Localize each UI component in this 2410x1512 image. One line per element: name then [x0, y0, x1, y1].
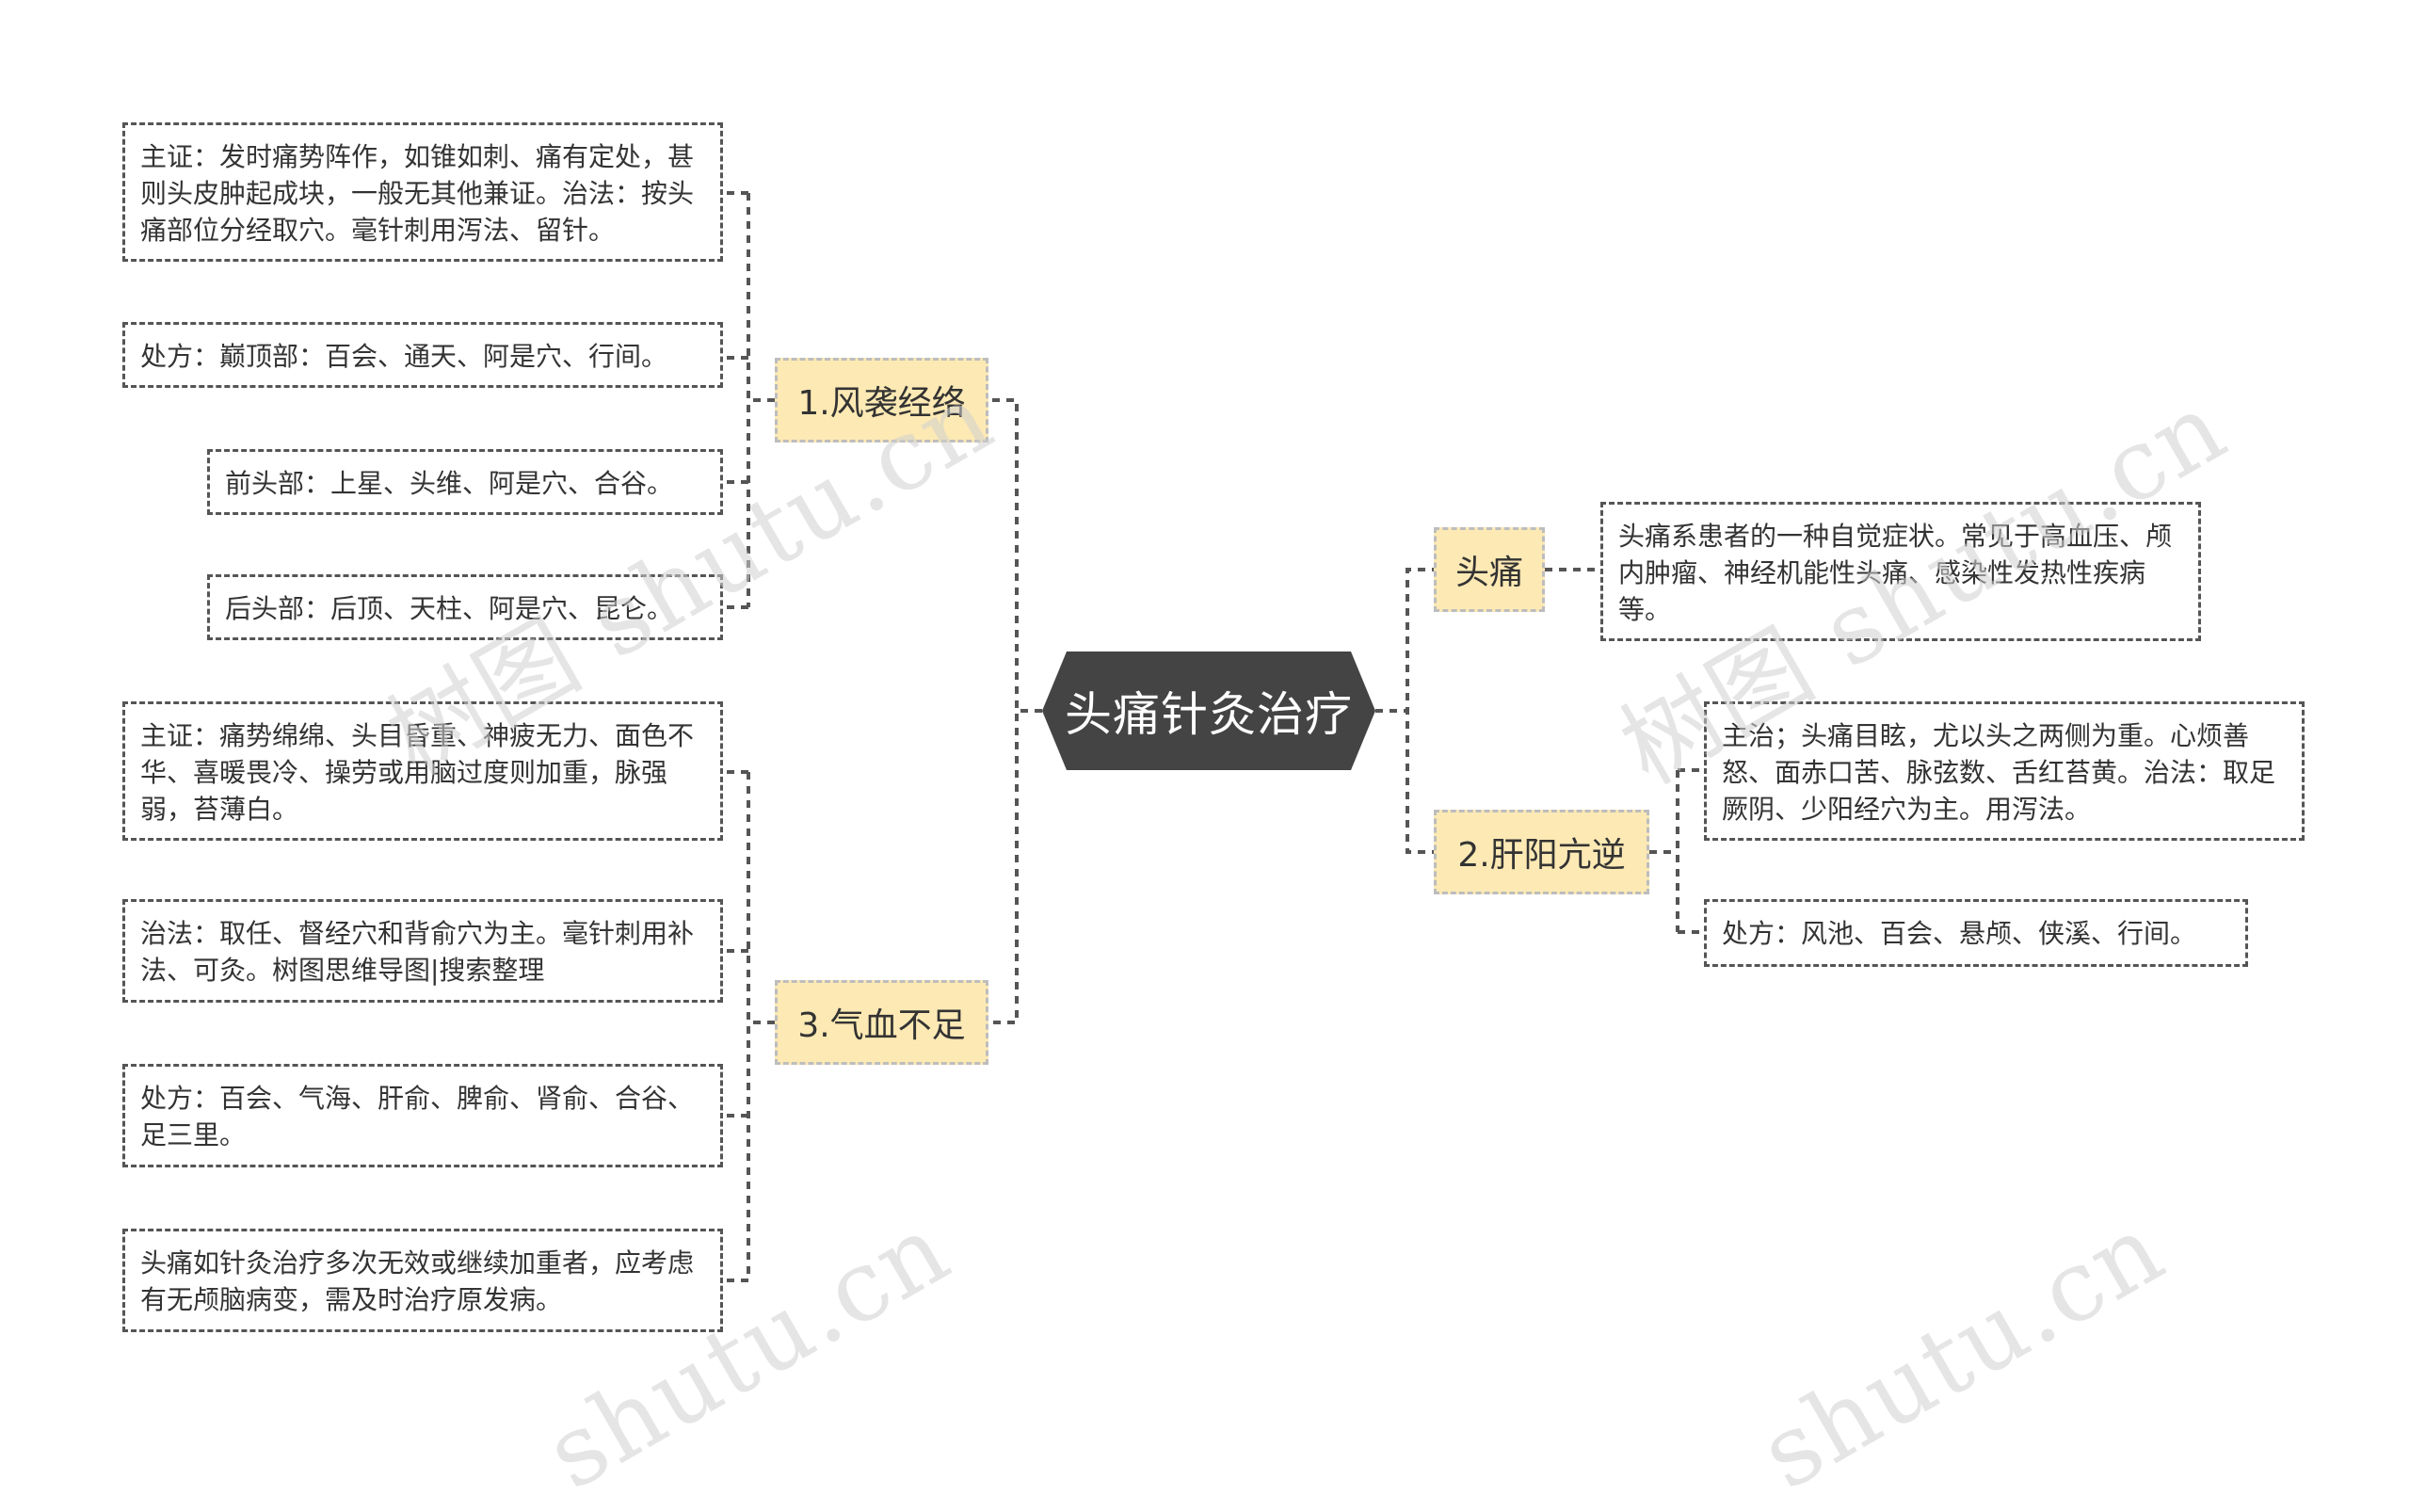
leaf-text: 主证：发时痛势阵作，如锥如刺、痛有定处，甚则头皮肿起成块，一般无其他兼证。治法：… — [140, 141, 695, 246]
leaf-b1-front-head[interactable]: 前头部：上星、头维、阿是穴、合谷。 — [207, 449, 723, 515]
leaf-text: 头痛系患者的一种自觉症状。常见于高血压、颅内肿瘤、神经机能性头痛、感染性发热性疾… — [1618, 521, 2173, 625]
leaf-headache-desc[interactable]: 头痛系患者的一种自觉症状。常见于高血压、颅内肿瘤、神经机能性头痛、感染性发热性疾… — [1600, 502, 2201, 641]
branch-label-3: 3.气血不足 — [797, 1006, 966, 1045]
leaf-text: 头痛如针灸治疗多次无效或继续加重者，应考虑有无颅脑病变，需及时治疗原发病。 — [140, 1247, 695, 1315]
leaf-text: 主治；头痛目眩，尤以头之两侧为重。心烦善怒、面赤口苦、脉弦数、舌红苔黄。治法：取… — [1722, 720, 2276, 825]
leaf-text: 前头部：上星、头维、阿是穴、合谷。 — [225, 468, 674, 499]
leaf-b1-back-head[interactable]: 后头部：后顶、天柱、阿是穴、昆仑。 — [207, 574, 723, 640]
leaf-b3-symptoms[interactable]: 主证：痛势绵绵、头目昏重、神疲无力、面色不华、喜暖畏冷、操劳或用脑过度则加重，脉… — [122, 701, 723, 841]
branch-label-1: 1.风袭经络 — [797, 384, 966, 423]
connector-b1-leaves — [723, 191, 775, 609]
connector-b2-leaves — [1649, 768, 1704, 934]
connector-root-b1 — [988, 398, 1042, 713]
connector-root-b2 — [1375, 709, 1434, 854]
leaf-text: 处方：百会、气海、肝俞、脾俞、肾俞、合谷、足三里。 — [140, 1083, 695, 1150]
leaf-text: 主证：痛势绵绵、头目昏重、神疲无力、面色不华、喜暖畏冷、操劳或用脑过度则加重，脉… — [140, 720, 695, 825]
leaf-b3-note[interactable]: 头痛如针灸治疗多次无效或继续加重者，应考虑有无颅脑病变，需及时治疗原发病。 — [122, 1229, 723, 1332]
leaf-b2-symptoms[interactable]: 主治；头痛目眩，尤以头之两侧为重。心烦善怒、面赤口苦、脉弦数、舌红苔黄。治法：取… — [1704, 701, 2305, 841]
connector-lines — [723, 191, 1704, 1282]
leaf-b3-prescription[interactable]: 处方：百会、气海、肝俞、脾俞、肾俞、合谷、足三里。 — [122, 1064, 723, 1167]
branch-node-3[interactable]: 3.气血不足 — [775, 980, 988, 1065]
leaf-b1-prescription[interactable]: 处方：巅顶部：百会、通天、阿是穴、行间。 — [122, 322, 723, 388]
leaf-b2-prescription[interactable]: 处方：风池、百会、悬颅、侠溪、行间。 — [1704, 899, 2248, 967]
branch-node-1[interactable]: 1.风袭经络 — [775, 358, 988, 442]
connector-root-bt — [1375, 568, 1434, 713]
leaf-text: 处方：风池、百会、悬颅、侠溪、行间。 — [1722, 918, 2197, 949]
connector-b3-leaves — [723, 770, 775, 1282]
leaf-b1-symptoms[interactable]: 主证：发时痛势阵作，如锥如刺、痛有定处，甚则头皮肿起成块，一般无其他兼证。治法：… — [122, 122, 723, 262]
leaf-text: 治法：取任、督经穴和背俞穴为主。毫针刺用补法、可灸。树图思维导图|搜索整理 — [140, 918, 695, 986]
leaf-b3-treatment[interactable]: 治法：取任、督经穴和背俞穴为主。毫针刺用补法、可灸。树图思维导图|搜索整理 — [122, 899, 723, 1003]
leaf-text: 处方：巅顶部：百会、通天、阿是穴、行间。 — [140, 341, 668, 372]
root-node[interactable]: 头痛针灸治疗 — [1042, 651, 1375, 770]
root-label: 头痛针灸治疗 — [1065, 687, 1353, 742]
mind-map-canvas: 头痛针灸治疗 1.风袭经络 3.气血不足 头痛 2.肝阳亢逆 主证：发时痛势阵作… — [122, 122, 2305, 1512]
branch-node-2[interactable]: 2.肝阳亢逆 — [1434, 810, 1649, 894]
branch-label-2: 2.肝阳亢逆 — [1457, 836, 1626, 875]
leaf-text: 后头部：后顶、天柱、阿是穴、昆仑。 — [225, 593, 674, 624]
branch-node-headache[interactable]: 头痛 — [1434, 527, 1545, 612]
branch-label-headache: 头痛 — [1454, 554, 1523, 592]
connector-root-b3 — [988, 709, 1042, 1024]
